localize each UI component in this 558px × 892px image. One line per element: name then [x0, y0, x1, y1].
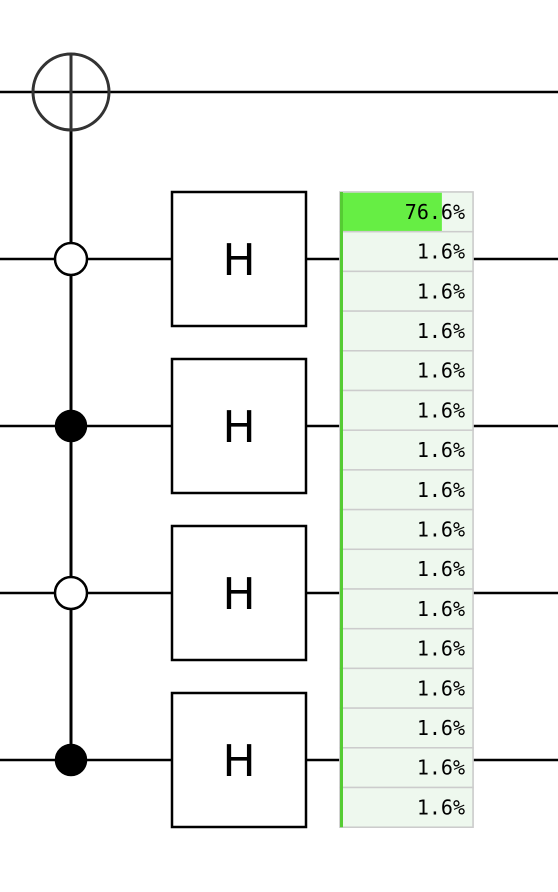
- probability-cell: [339, 429, 474, 471]
- probability-row-7: 1.6%: [339, 469, 474, 511]
- control-dot-4[interactable]: [54, 743, 88, 777]
- probability-cell: [339, 270, 474, 312]
- probability-row-11: 1.6%: [339, 627, 474, 670]
- probability-label: 1.6%: [417, 438, 465, 462]
- cnot-target[interactable]: [31, 52, 111, 132]
- probability-label: 1.6%: [417, 240, 465, 264]
- probability-row-14: 1.6%: [339, 747, 474, 789]
- probability-row-9: 1.6%: [339, 548, 474, 590]
- probability-label: 1.6%: [417, 716, 465, 740]
- probability-label: 1.6%: [417, 637, 465, 661]
- probability-display[interactable]: 76.6% 1.6% 1.6% 1.6% 1.6% 1.6% 1.6% 1.6% 1.6% 1.6…: [339, 191, 474, 828]
- probability-row-10: 1.6%: [339, 588, 474, 630]
- hadamard-gate-2[interactable]: H: [170, 357, 308, 495]
- control-dots: [53, 241, 89, 777]
- probability-label: 1.6%: [417, 795, 465, 819]
- probability-row-5: 1.6%: [339, 389, 474, 431]
- probability-label: 1.6%: [417, 319, 465, 343]
- probability-row-12: 1.6%: [339, 667, 474, 709]
- probability-label: 1.6%: [417, 597, 465, 621]
- probability-cell: [339, 310, 474, 352]
- probability-label: 1.6%: [417, 676, 465, 700]
- probability-row-0: 76.6%: [339, 191, 474, 233]
- probability-cell: [339, 389, 474, 431]
- probability-label: 1.6%: [417, 517, 465, 541]
- probability-label: 1.6%: [417, 359, 465, 383]
- probability-row-2: 1.6%: [339, 270, 474, 312]
- probability-row-1: 1.6%: [339, 230, 474, 273]
- hadamard-gate-box: [170, 691, 308, 829]
- hadamard-gate-box: [170, 190, 308, 328]
- hadamard-gates: H H H H: [170, 190, 308, 829]
- hadamard-gate-4[interactable]: H: [170, 691, 308, 829]
- probability-cell: [339, 350, 474, 392]
- hadamard-gate-label: H: [222, 736, 255, 787]
- hadamard-gate-3[interactable]: H: [170, 524, 308, 662]
- probability-cell: [339, 786, 474, 828]
- anti-control-dot-1[interactable]: [53, 241, 89, 277]
- probability-label: 76.6%: [405, 200, 465, 224]
- probability-cell: [339, 747, 474, 789]
- hadamard-gate-1[interactable]: H: [170, 190, 308, 328]
- control-dot-2[interactable]: [54, 409, 88, 443]
- probability-label: 1.6%: [417, 398, 465, 422]
- probability-label: 1.6%: [417, 279, 465, 303]
- probability-label: 1.6%: [417, 557, 465, 581]
- probability-row-13: 1.6%: [339, 707, 474, 749]
- probability-label: 1.6%: [417, 756, 465, 780]
- hadamard-gate-box: [170, 357, 308, 495]
- anti-control-dot-3[interactable]: [53, 575, 89, 611]
- hadamard-gate-box: [170, 524, 308, 662]
- probability-bar: [340, 192, 442, 231]
- probability-row-8: 1.6%: [339, 508, 474, 551]
- hadamard-gate-label: H: [222, 235, 255, 286]
- probability-label: 1.6%: [417, 478, 465, 502]
- probability-row-4: 1.6%: [339, 350, 474, 392]
- probability-row-3: 1.6%: [339, 310, 474, 352]
- probability-cell: [339, 508, 474, 551]
- probability-cell: [339, 588, 474, 630]
- probability-row-6: 1.6%: [339, 429, 474, 471]
- probability-cell: [339, 469, 474, 511]
- hadamard-gate-label: H: [222, 569, 255, 620]
- hadamard-gate-label: H: [222, 402, 255, 453]
- probability-row-15: 1.6%: [339, 786, 474, 828]
